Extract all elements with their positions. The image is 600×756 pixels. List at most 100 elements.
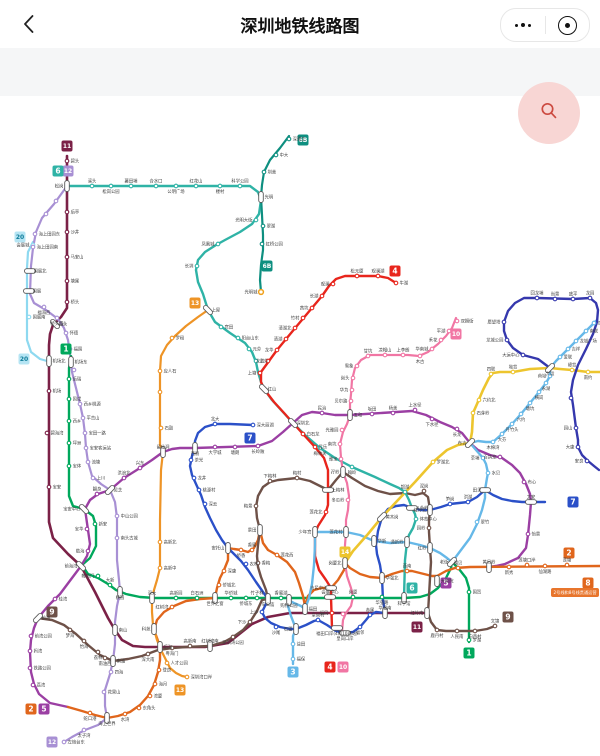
svg-text:机场: 机场 (53, 388, 62, 395)
svg-text:甘坑: 甘坑 (364, 348, 373, 355)
svg-text:梅林关: 梅林关 (314, 450, 328, 457)
svg-text:北大: 北大 (211, 416, 220, 423)
svg-text:石芽岭: 石芽岭 (477, 410, 491, 417)
svg-text:福海西: 福海西 (38, 309, 52, 316)
svg-text:布吉: 布吉 (458, 440, 467, 447)
svg-text:莲塘口岸: 莲塘口岸 (518, 557, 536, 564)
svg-text:薯田埔: 薯田埔 (125, 178, 139, 185)
svg-text:冬瓜岭: 冬瓜岭 (332, 497, 346, 504)
svg-text:上屋: 上屋 (212, 307, 221, 314)
svg-text:上沙: 上沙 (250, 609, 259, 616)
svg-text:龙园: 龙园 (586, 290, 595, 297)
svg-text:坂田: 坂田 (368, 406, 377, 413)
svg-text:侨城东: 侨城东 (240, 600, 254, 607)
svg-text:12: 12 (48, 739, 56, 746)
svg-text:2: 2 (28, 705, 33, 714)
svg-text:桃园: 桃园 (116, 594, 125, 601)
svg-text:世界之窗: 世界之窗 (206, 600, 223, 607)
svg-text:红花山: 红花山 (190, 178, 203, 185)
svg-text:向西村: 向西村 (469, 633, 483, 640)
svg-text:大剧院: 大剧院 (441, 578, 455, 585)
svg-text:红树湾: 红树湾 (156, 604, 170, 611)
svg-text:8: 8 (585, 579, 590, 588)
svg-text:海上田园南: 海上田园南 (37, 244, 59, 251)
svg-text:鲤鱼门: 鲤鱼门 (82, 573, 95, 580)
svg-text:宝体: 宝体 (73, 463, 82, 470)
svg-text:7: 7 (247, 434, 252, 443)
svg-text:人民南: 人民南 (451, 633, 465, 640)
svg-text:10: 10 (339, 664, 347, 671)
svg-text:前湾公园: 前湾公园 (35, 633, 52, 640)
svg-text:梅景: 梅景 (244, 503, 253, 510)
close-minimize-button[interactable] (546, 9, 590, 41)
svg-text:茶光: 茶光 (195, 457, 204, 464)
svg-text:八卦岭: 八卦岭 (416, 505, 430, 512)
svg-text:南头古城: 南头古城 (121, 535, 139, 542)
svg-text:国展: 国展 (33, 289, 42, 295)
svg-text:华南城: 华南城 (416, 346, 430, 353)
target-icon (557, 15, 577, 35)
svg-text:梦海: 梦海 (66, 632, 75, 639)
svg-text:车公庙: 车公庙 (262, 601, 276, 608)
svg-text:元芬: 元芬 (253, 346, 262, 353)
svg-text:机场东: 机场东 (75, 359, 89, 366)
svg-text:红树湾南: 红树湾南 (201, 638, 219, 645)
svg-text:购物公园: 购物公园 (280, 602, 297, 609)
svg-text:凤凰城: 凤凰城 (202, 241, 216, 248)
svg-text:荔湾: 荔湾 (37, 682, 46, 689)
svg-text:荔林: 荔林 (94, 654, 103, 661)
svg-text:六约北: 六约北 (483, 397, 497, 404)
svg-text:梅村: 梅村 (293, 470, 302, 477)
svg-text:上李朗: 上李朗 (397, 347, 410, 354)
svg-text:深康: 深康 (228, 568, 237, 575)
more-button[interactable] (501, 9, 545, 41)
svg-text:高新园: 高新园 (170, 590, 183, 597)
svg-text:观澜湖: 观澜湖 (372, 268, 385, 275)
svg-text:盛平: 盛平 (569, 291, 578, 298)
svg-text:双拥街: 双拥街 (461, 318, 475, 325)
svg-text:木棉湾: 木棉湾 (487, 444, 501, 451)
search-fab[interactable] (518, 82, 580, 144)
svg-text:9: 9 (49, 608, 54, 617)
svg-text:清湖北: 清湖北 (279, 325, 293, 332)
svg-text:高新北: 高新北 (164, 539, 178, 546)
svg-text:四联: 四联 (487, 366, 496, 373)
svg-text:长岭陂: 长岭陂 (252, 448, 266, 455)
svg-text:香蜜: 香蜜 (248, 542, 257, 549)
svg-text:白石龙: 白石龙 (307, 431, 321, 438)
svg-text:福围: 福围 (74, 346, 83, 353)
svg-text:新安: 新安 (99, 521, 108, 528)
svg-text:深圳湾公园: 深圳湾公园 (222, 639, 243, 646)
svg-text:14: 14 (341, 549, 349, 556)
svg-text:宝田一路: 宝田一路 (89, 430, 107, 437)
svg-text:碧头: 碧头 (71, 158, 80, 165)
svg-text:后亭: 后亭 (71, 209, 80, 216)
svg-text:老街: 老街 (440, 559, 449, 566)
svg-text:洪浪北: 洪浪北 (118, 470, 132, 477)
svg-text:坳背: 坳背 (509, 364, 518, 371)
svg-text:莲花村: 莲花村 (330, 529, 344, 536)
svg-text:沙井: 沙井 (71, 229, 80, 236)
svg-text:固戍: 固戍 (73, 396, 82, 403)
svg-text:11: 11 (413, 624, 421, 631)
svg-text:牛湖: 牛湖 (400, 280, 409, 287)
svg-text:平峦山: 平峦山 (87, 415, 100, 422)
svg-text:福田口岸(4和10两站): 福田口岸(4和10两站) (316, 630, 358, 637)
svg-text:松岗公园: 松岗公园 (102, 188, 119, 195)
svg-text:松元厦: 松元厦 (351, 268, 365, 275)
back-button[interactable] (14, 10, 42, 38)
svg-text:四海: 四海 (115, 669, 124, 676)
svg-text:白石洲: 白石洲 (191, 590, 204, 597)
svg-text:12: 12 (64, 168, 72, 175)
svg-text:红岭: 红岭 (418, 545, 427, 552)
svg-text:20: 20 (20, 356, 28, 363)
svg-text:湖贝: 湖贝 (454, 560, 463, 567)
svg-text:大新: 大新 (106, 577, 115, 584)
svg-text:园岭: 园岭 (417, 525, 426, 532)
svg-text:太安: 太安 (527, 494, 536, 501)
svg-text:光明大街: 光明大街 (235, 217, 253, 224)
svg-text:临海: 临海 (76, 548, 85, 555)
svg-text:会展城: 会展城 (17, 242, 31, 249)
svg-text:虹桥公园: 虹桥公园 (266, 241, 283, 248)
